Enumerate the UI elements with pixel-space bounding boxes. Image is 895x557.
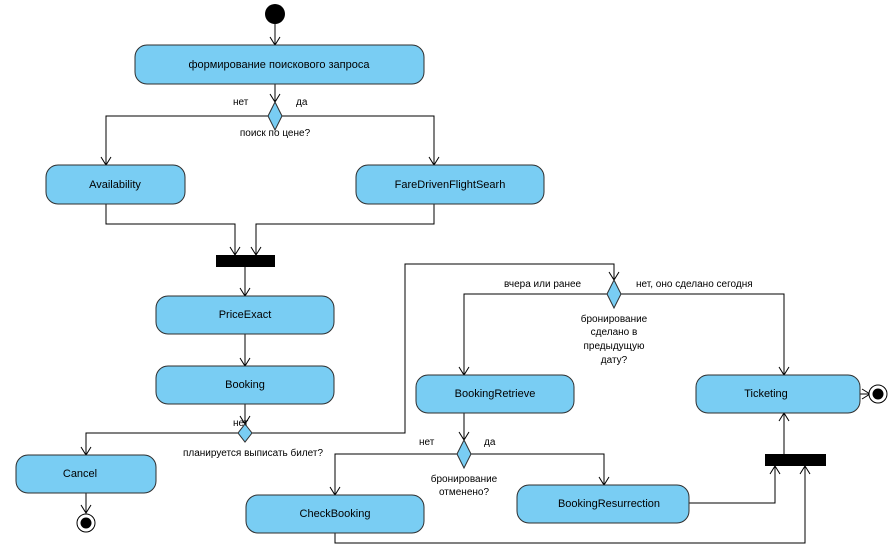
activity-check-booking: CheckBooking	[245, 494, 425, 534]
activity-booking-resurrection: BookingResurrection	[516, 484, 690, 524]
arrowhead	[80, 504, 92, 514]
join-bar-search	[216, 255, 275, 267]
activity-label: CheckBooking	[300, 508, 371, 520]
edge-yes-to-resurrection	[471, 453, 605, 485]
decision-plan-ticket	[237, 423, 253, 443]
activity-price-exact: PriceExact	[155, 295, 335, 335]
decision-condition-line: бронирование	[431, 473, 498, 485]
edge-checkbooking-to-join	[334, 466, 806, 544]
activity-label: формирование поискового запроса	[189, 59, 371, 71]
edge-yes-to-fare	[282, 115, 435, 165]
edge-no-to-cancel	[85, 432, 238, 455]
decision-condition-line: отменено?	[439, 487, 490, 498]
activity-label: PriceExact	[219, 309, 272, 321]
activity-label: Availability	[89, 179, 141, 191]
decision-price-search	[267, 100, 283, 132]
activity-label: BookingRetrieve	[455, 388, 536, 400]
activity-fare-driven-search: FareDrivenFlightSearh	[355, 164, 545, 205]
activity-cancel: Cancel	[15, 454, 157, 494]
activity-booking: Booking	[155, 365, 335, 405]
initial-node	[265, 4, 285, 24]
edges	[80, 24, 871, 544]
activity-label: Booking	[225, 379, 265, 391]
decision-condition-line: сделано в	[591, 327, 638, 338]
activity-ticketing: Ticketing	[695, 374, 861, 414]
decision-booking-date	[606, 278, 622, 310]
guard-yesterday-or-earlier: вчера или ранее	[504, 279, 582, 290]
activity-search-query: формирование поискового запроса	[134, 44, 425, 85]
edge-availability-to-join	[105, 204, 236, 255]
edge-no-to-availability	[105, 115, 268, 165]
guard-no: нет	[233, 418, 249, 429]
guard-yes: да	[296, 97, 308, 108]
decision-condition-line: предыдущую	[583, 341, 645, 352]
activity-availability: Availability	[45, 164, 186, 205]
guard-no: нет	[233, 97, 249, 108]
edge-yes-to-date-decision	[252, 263, 615, 434]
activity-label: Ticketing	[744, 388, 788, 400]
decision-condition: поиск по цене?	[240, 128, 311, 139]
activity-label: FareDrivenFlightSearh	[395, 179, 506, 191]
join-bar-ticketing	[765, 454, 826, 466]
decision-booking-cancelled	[456, 438, 472, 470]
final-node-cancel	[76, 513, 96, 533]
decision-condition-line: дату?	[601, 355, 628, 366]
edge-resurrection-to-join	[689, 466, 776, 504]
edge-fare-to-join	[255, 204, 435, 255]
edge-no-to-checkbooking	[334, 453, 457, 495]
edge-left-to-retrieve	[463, 293, 607, 375]
activity-booking-retrieve: BookingRetrieve	[415, 374, 575, 414]
decision-condition-line: бронирование	[581, 313, 648, 325]
final-node-ticketing	[868, 384, 888, 404]
decision-condition: планируется выписать билет?	[183, 447, 324, 459]
guard-no: нет	[419, 437, 435, 448]
edge-right-to-ticketing	[621, 293, 785, 375]
guard-yes: да	[484, 437, 496, 448]
activity-label: Cancel	[63, 468, 97, 480]
guard-made-today: нет, оно сделано сегодня	[636, 279, 753, 290]
activity-label: BookingResurrection	[558, 498, 660, 510]
